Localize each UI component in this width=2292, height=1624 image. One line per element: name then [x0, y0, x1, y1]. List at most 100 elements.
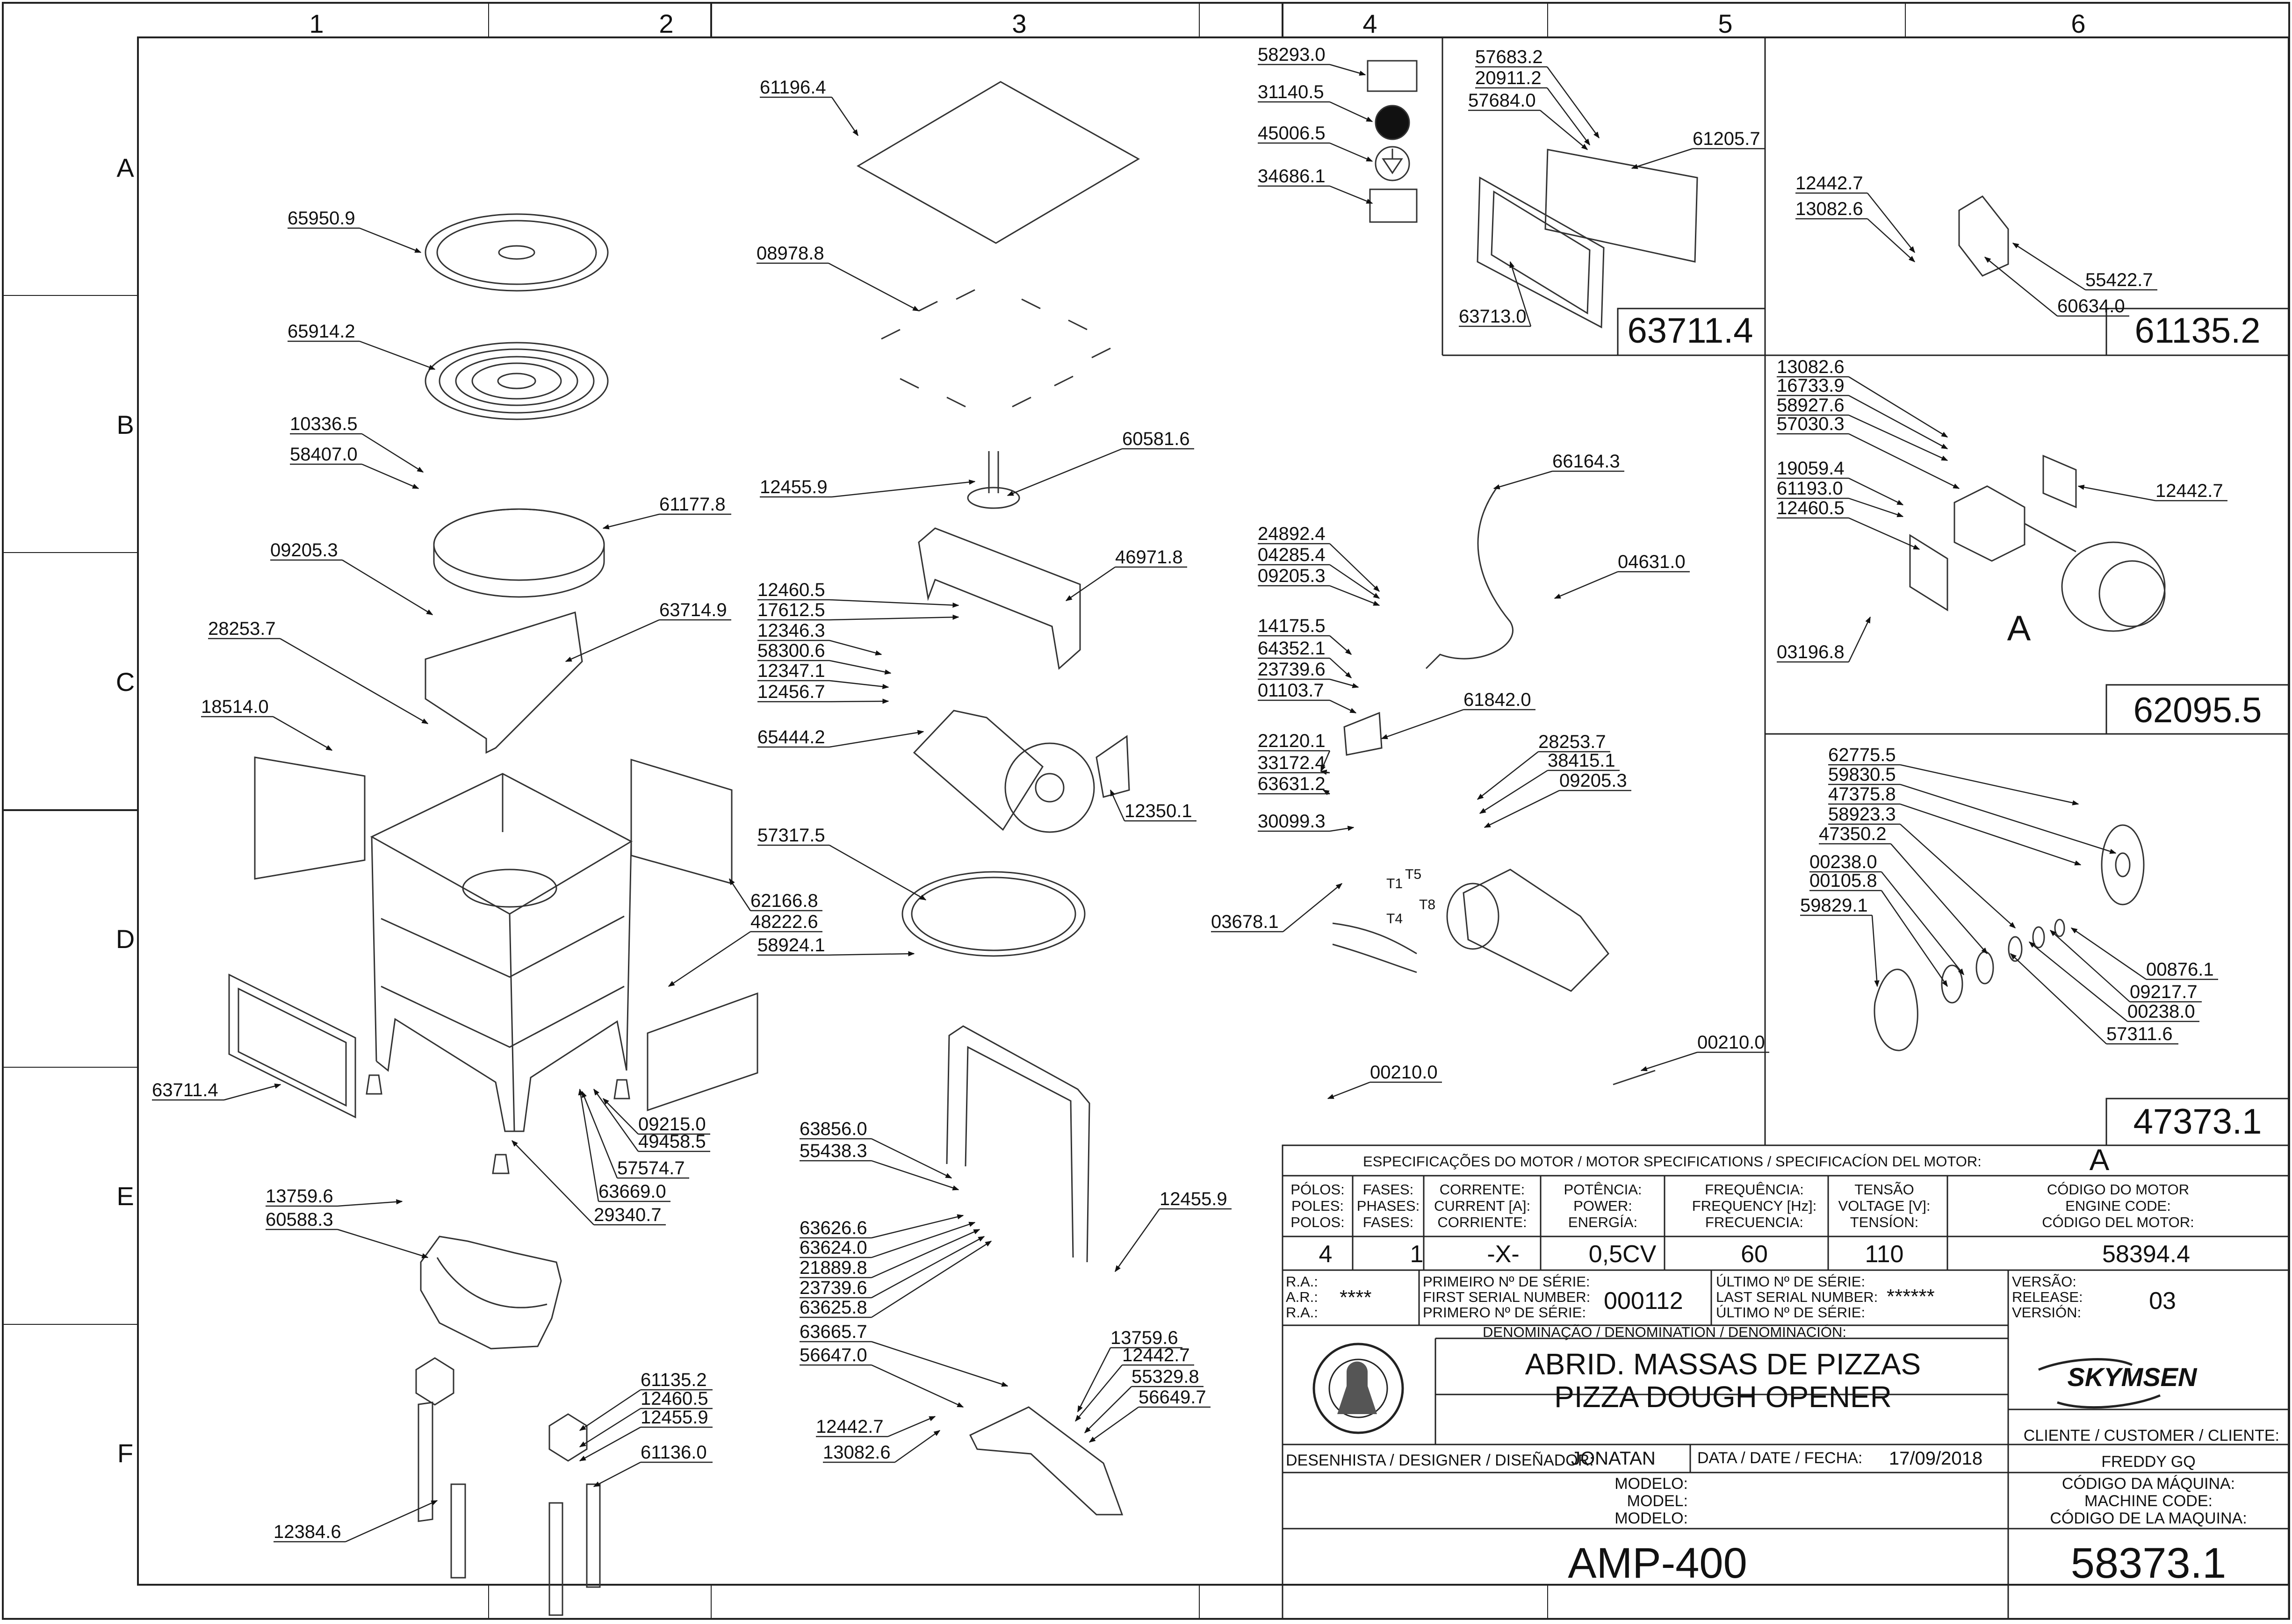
- callout-leader: [871, 1222, 976, 1258]
- callout-leader: [593, 1461, 641, 1487]
- row-label: F: [117, 1438, 133, 1468]
- part-number: 12460.5: [1777, 498, 1845, 518]
- part-callout: 62166.8: [728, 878, 822, 912]
- callout-leader: [2049, 930, 2130, 1002]
- row-label: B: [116, 410, 134, 439]
- part-callout: 57317.5: [757, 825, 927, 901]
- motor-spec-reference: A: [2090, 1143, 2110, 1177]
- wire-label: T4: [1386, 911, 1403, 927]
- part-callout: 16733.9: [1777, 375, 1948, 450]
- part-number: 63713.0: [1459, 306, 1527, 327]
- callout-leader: [829, 660, 892, 675]
- part-number: 12347.1: [757, 661, 825, 681]
- part-callout: 57684.0: [1468, 90, 1588, 150]
- first-serial-label: PRIMEIRO Nº DE SÉRIE:: [1423, 1273, 1590, 1290]
- motor-spec-table: PÓLOS: POLES: POLOS: 4 FASES: PHASES: FA…: [1290, 1181, 2194, 1268]
- part-number: 63624.0: [800, 1237, 867, 1258]
- part-callout: 12455.9: [1114, 1189, 1232, 1272]
- part-callout: 61842.0: [1381, 690, 1535, 740]
- part-number: 38415.1: [1548, 750, 1615, 771]
- platen-61177: [433, 508, 605, 598]
- part-number: 13082.6: [1795, 199, 1863, 219]
- callout-leader: [1114, 1208, 1160, 1272]
- part-callout: 55438.3: [800, 1141, 959, 1191]
- bracket-12350: [1096, 735, 1130, 798]
- model-label: MODEL:: [1627, 1492, 1688, 1510]
- handle-63856: [946, 1025, 1090, 1263]
- callout-leader: [1867, 193, 1915, 253]
- callout-leader: [829, 680, 889, 690]
- version-label: VERSIÓN:: [2012, 1304, 2081, 1321]
- spec-value: 60: [1741, 1241, 1768, 1268]
- callout-leader: [359, 340, 436, 370]
- callout-leader: [894, 1430, 941, 1463]
- part-number: 30099.3: [1258, 811, 1326, 832]
- part-callout: 12346.3: [757, 620, 882, 656]
- callout-leader: [871, 1236, 985, 1299]
- panel-back: [647, 992, 758, 1112]
- product-name-en: PIZZA DOUGH OPENER: [1554, 1380, 1892, 1414]
- part-number: 55329.8: [1132, 1366, 1199, 1387]
- callout-leader: [1110, 789, 1125, 821]
- part-number: 12455.9: [1160, 1189, 1227, 1209]
- part-number: 58300.6: [757, 640, 825, 661]
- part-callout: 00238.0: [2028, 941, 2199, 1022]
- callout-leader: [578, 1088, 599, 1202]
- part-number: 61135.2: [641, 1370, 707, 1390]
- callout-leader: [1088, 1406, 1139, 1443]
- part-number: 16733.9: [1777, 375, 1845, 396]
- panel-18514: [254, 756, 366, 880]
- part-callout: 12455.9: [579, 1407, 713, 1462]
- part-callout: 01103.7: [1258, 680, 1357, 714]
- part-number: 12460.5: [641, 1388, 708, 1409]
- part-callout: 58293.0: [1258, 44, 1366, 76]
- part-number: 46971.8: [1115, 547, 1183, 568]
- part-callout: 12350.1: [1110, 789, 1196, 822]
- callout-leader: [1848, 414, 1948, 461]
- part-number: 58407.0: [290, 444, 358, 465]
- part-number: 08978.8: [757, 243, 824, 264]
- callout-leader: [1881, 871, 1964, 976]
- column-label: 1: [309, 9, 324, 38]
- part-callout: 55329.8: [1084, 1366, 1204, 1433]
- callout-leader: [345, 1500, 438, 1543]
- part-callout: 20911.2: [1475, 68, 1591, 146]
- callout-leader: [1329, 101, 1373, 122]
- part-number: 12442.7: [2155, 481, 2223, 501]
- part-number: 20911.2: [1475, 68, 1542, 88]
- wire-label: T5: [1405, 867, 1421, 882]
- designer-value: JONATAN: [1571, 1448, 1656, 1469]
- part-number: 66164.3: [1552, 451, 1620, 472]
- callout-leader: [1554, 571, 1618, 599]
- part-callout: 12460.5: [579, 1388, 713, 1448]
- part-callout: 12442.7: [816, 1416, 936, 1437]
- part-number: 10336.5: [290, 414, 358, 434]
- callout-leader: [1329, 699, 1357, 714]
- part-callout: 45006.5: [1258, 123, 1373, 162]
- part-number: 58923.3: [1828, 804, 1896, 825]
- callout-leader: [1848, 376, 1948, 438]
- callout-leader: [1077, 1347, 1111, 1413]
- cable-66164: [1425, 488, 1514, 669]
- denomination-label: DENOMINAÇÃO / DENOMINATION / DENOMINACIÓ…: [1483, 1324, 1846, 1340]
- part-callout: 58924.1: [757, 935, 915, 956]
- part-number: 55438.3: [800, 1141, 867, 1161]
- part-callout: 23739.6: [1258, 659, 1359, 689]
- part-number: 00210.0: [1370, 1062, 1438, 1083]
- callout-leader: [1329, 543, 1380, 592]
- machine-code-value: 58373.1: [2071, 1539, 2227, 1587]
- part-number: 47350.2: [1819, 824, 1887, 844]
- part-callout: 09205.3: [1258, 566, 1380, 606]
- part-number: 61205.7: [1693, 129, 1760, 149]
- part-number: 63626.6: [800, 1218, 867, 1238]
- ra-label: R.A.:: [1286, 1304, 1318, 1321]
- part-number: 00238.0: [1809, 852, 1877, 872]
- part-number: 55422.7: [2085, 270, 2153, 290]
- ra-value: ****: [1340, 1286, 1372, 1309]
- part-number: 23739.6: [1258, 659, 1326, 680]
- callout-leader: [1890, 843, 1988, 955]
- bracket-46971: [918, 527, 1081, 670]
- spec-label: ENERGÍA:: [1568, 1214, 1637, 1230]
- gearbox-57030: [1953, 485, 2025, 562]
